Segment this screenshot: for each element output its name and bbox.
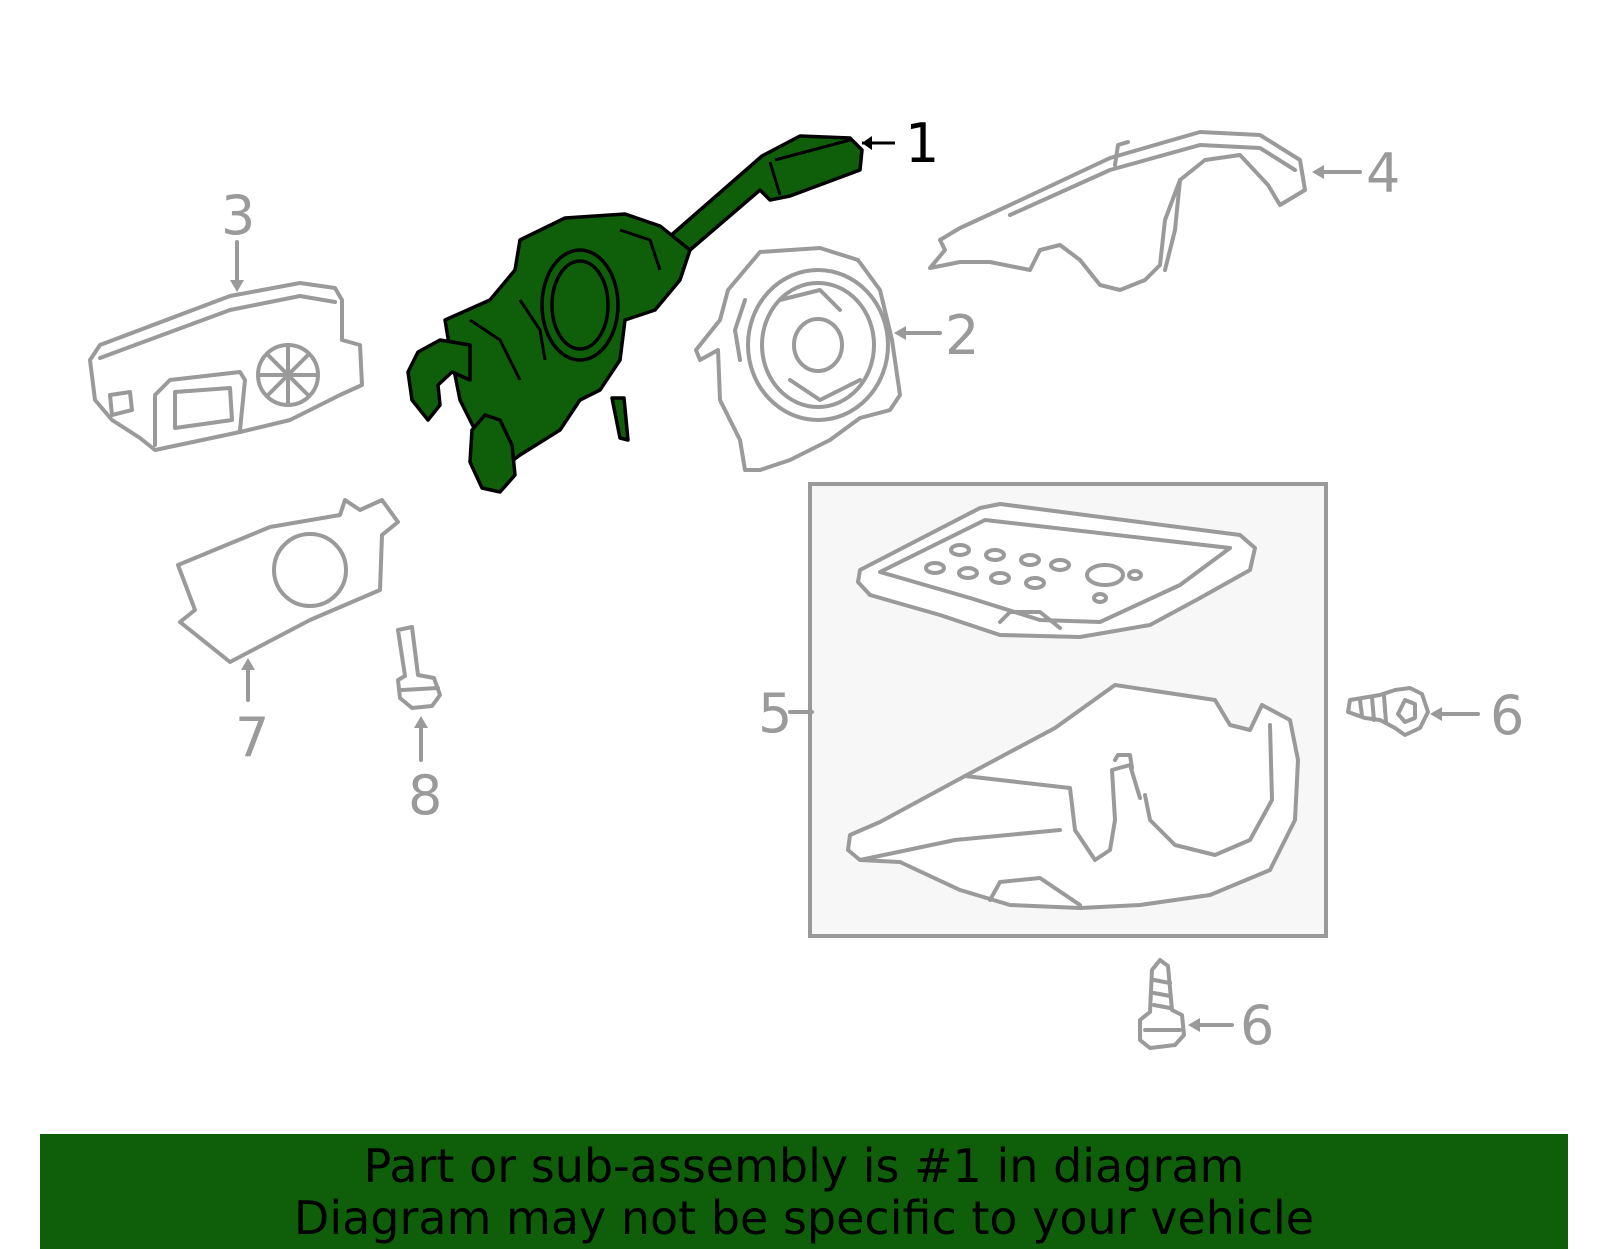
callout-6a[interactable]: 6 bbox=[1490, 684, 1524, 747]
callout-1[interactable]: 1 bbox=[905, 112, 939, 175]
info-banner: Part or sub-assembly is #1 in diagram Di… bbox=[40, 1134, 1568, 1249]
part-5-lower-cover-top[interactable] bbox=[856, 502, 1257, 639]
part-7-bracket[interactable] bbox=[176, 498, 400, 664]
part-1-combination-switch[interactable] bbox=[406, 134, 864, 494]
callout-8[interactable]: 8 bbox=[408, 764, 442, 827]
part-6a-screw[interactable] bbox=[1346, 686, 1430, 737]
callout-6b[interactable]: 6 bbox=[1240, 994, 1274, 1057]
part-3-module[interactable] bbox=[88, 281, 364, 452]
part-4-upper-cover[interactable] bbox=[928, 130, 1307, 292]
part-6b-screw[interactable] bbox=[1138, 958, 1186, 1050]
callout-2[interactable]: 2 bbox=[945, 304, 979, 367]
part-2-clock-spring[interactable] bbox=[694, 246, 902, 472]
callout-7[interactable]: 7 bbox=[235, 706, 269, 769]
leader-lines bbox=[230, 136, 1480, 1032]
callout-3[interactable]: 3 bbox=[221, 184, 255, 247]
banner-line-2: Diagram may not be specific to your vehi… bbox=[293, 1191, 1315, 1245]
banner-line-1: Part or sub-assembly is #1 in diagram bbox=[363, 1139, 1245, 1193]
part-8-bolt[interactable] bbox=[396, 625, 442, 710]
part-5-lower-cover-bottom[interactable] bbox=[846, 683, 1300, 910]
callout-5[interactable]: 5 bbox=[758, 682, 792, 745]
callout-4[interactable]: 4 bbox=[1366, 142, 1400, 205]
